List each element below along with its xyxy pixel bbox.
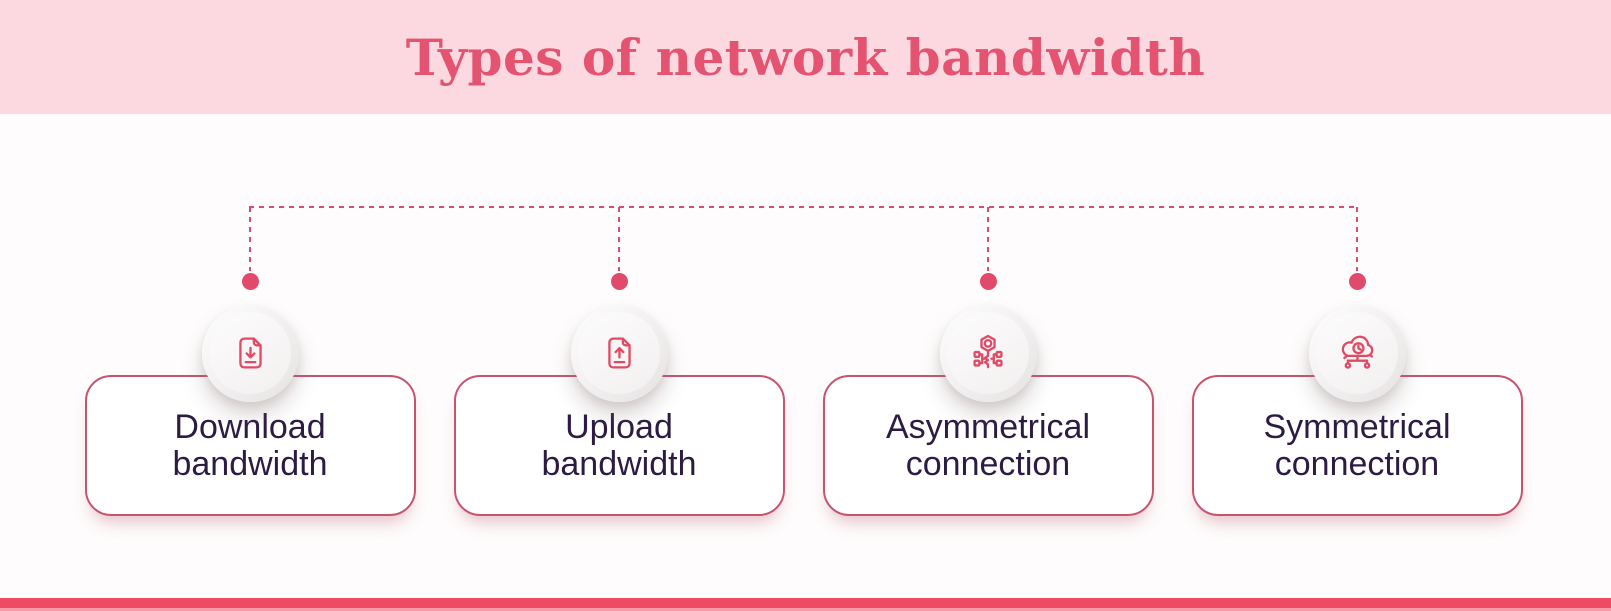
icon-face: [578, 312, 660, 394]
connector-horizontal-line: [249, 206, 1358, 209]
footer-accent-bar: [0, 598, 1611, 608]
node-label-line1: Download: [174, 407, 326, 446]
icon-medallion: [201, 304, 299, 402]
connector-vertical-line: [986, 207, 990, 271]
document-download-icon: [239, 337, 262, 369]
icon-face: [209, 312, 291, 394]
node-label-line2: bandwidth: [541, 444, 697, 483]
connector-dot: [241, 272, 259, 290]
footer-accent-bar-light: [0, 608, 1611, 611]
icon-medallion: [1308, 304, 1406, 402]
connector-dot: [610, 272, 628, 290]
circuit-key-icon: [973, 334, 1003, 369]
node-label-line1: Symmetrical: [1263, 407, 1451, 446]
header-band: Types of network bandwidth: [0, 0, 1611, 114]
icon-medallion: [939, 304, 1037, 402]
node-label-line2: connection: [1274, 444, 1440, 483]
icon-medallion: [570, 304, 668, 402]
document-upload-icon: [608, 337, 631, 369]
connector-vertical-line: [248, 207, 252, 271]
page-title: Types of network bandwidth: [405, 27, 1206, 87]
node-label-line2: bandwidth: [172, 444, 328, 483]
node-card: Asymmetrical connection: [822, 375, 1154, 516]
icon-face: [1316, 312, 1398, 394]
connector-vertical-line: [1355, 207, 1359, 271]
node-label-line1: Upload: [565, 407, 673, 446]
node-label-line2: connection: [905, 444, 1071, 483]
cloud-clock-network-icon: [1341, 335, 1374, 369]
connector-dot: [1348, 272, 1366, 290]
connector-dot: [979, 272, 997, 290]
connector-vertical-line: [617, 207, 621, 271]
node-label-line1: Asymmetrical: [885, 407, 1091, 446]
icon-face: [947, 312, 1029, 394]
